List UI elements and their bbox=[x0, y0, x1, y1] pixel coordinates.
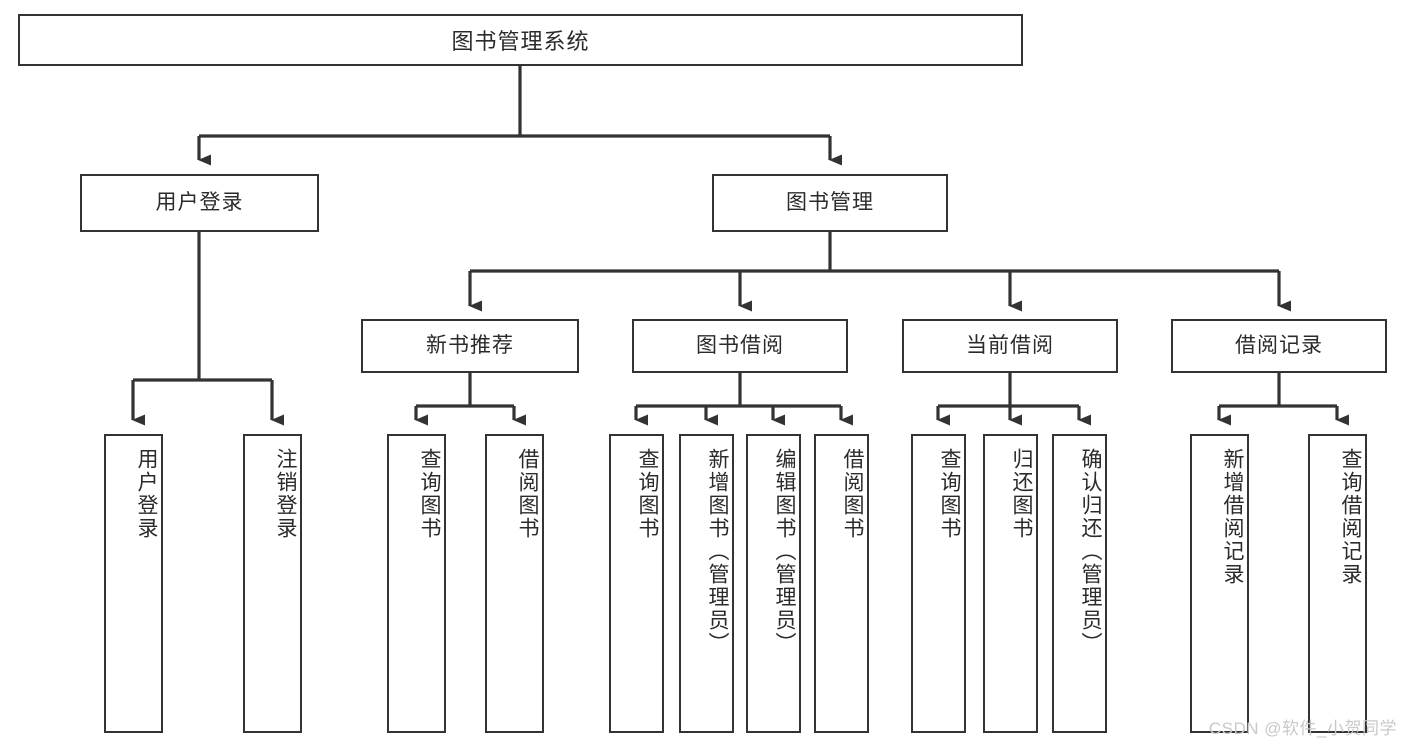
node-book-manage[interactable]: 图书管理 bbox=[712, 174, 948, 232]
node-root-label: 图书管理系统 bbox=[451, 29, 590, 54]
node-leaf-confirm-return-label: 确认归还（管理员） bbox=[1079, 448, 1102, 655]
node-leaf-borrow-book-1[interactable]: 借阅图书 bbox=[485, 434, 544, 733]
node-leaf-return-book-label: 归还图书 bbox=[1010, 448, 1033, 540]
node-leaf-query-book-1-label: 查询图书 bbox=[418, 448, 441, 540]
node-leaf-add-record-label: 新增借阅记录 bbox=[1221, 448, 1244, 586]
node-leaf-add-book[interactable]: 新增图书（管理员） bbox=[679, 434, 734, 733]
node-user-login-label: 用户登录 bbox=[155, 191, 244, 215]
node-leaf-query-book-3[interactable]: 查询图书 bbox=[911, 434, 966, 733]
node-leaf-borrow-book-2[interactable]: 借阅图书 bbox=[814, 434, 869, 733]
node-root[interactable]: 图书管理系统 bbox=[18, 14, 1023, 66]
node-leaf-return-book[interactable]: 归还图书 bbox=[983, 434, 1038, 733]
node-current-borrow[interactable]: 当前借阅 bbox=[902, 319, 1118, 373]
node-current-borrow-label: 当前借阅 bbox=[966, 334, 1054, 358]
node-borrow-record[interactable]: 借阅记录 bbox=[1171, 319, 1387, 373]
node-book-manage-label: 图书管理 bbox=[786, 191, 874, 215]
node-leaf-user-login-label: 用户登录 bbox=[135, 448, 158, 540]
node-leaf-query-record-label: 查询借阅记录 bbox=[1339, 448, 1362, 586]
node-leaf-add-book-label: 新增图书（管理员） bbox=[706, 448, 729, 655]
node-new-book-rec[interactable]: 新书推荐 bbox=[361, 319, 579, 373]
node-leaf-borrow-book-2-label: 借阅图书 bbox=[841, 448, 864, 540]
node-leaf-query-book-1[interactable]: 查询图书 bbox=[387, 434, 446, 733]
node-leaf-query-book-2[interactable]: 查询图书 bbox=[609, 434, 664, 733]
node-leaf-query-book-3-label: 查询图书 bbox=[938, 448, 961, 540]
node-leaf-logout[interactable]: 注销登录 bbox=[243, 434, 302, 733]
node-leaf-query-book-2-label: 查询图书 bbox=[636, 448, 659, 540]
node-leaf-query-record[interactable]: 查询借阅记录 bbox=[1308, 434, 1367, 733]
node-leaf-borrow-book-1-label: 借阅图书 bbox=[516, 448, 539, 540]
node-book-borrow[interactable]: 图书借阅 bbox=[632, 319, 848, 373]
node-leaf-edit-book[interactable]: 编辑图书（管理员） bbox=[746, 434, 801, 733]
node-leaf-user-login[interactable]: 用户登录 bbox=[104, 434, 163, 733]
node-book-borrow-label: 图书借阅 bbox=[696, 334, 784, 358]
node-leaf-confirm-return[interactable]: 确认归还（管理员） bbox=[1052, 434, 1107, 733]
node-leaf-add-record[interactable]: 新增借阅记录 bbox=[1190, 434, 1249, 733]
node-leaf-edit-book-label: 编辑图书（管理员） bbox=[773, 448, 796, 655]
node-leaf-logout-label: 注销登录 bbox=[274, 448, 297, 540]
node-borrow-record-label: 借阅记录 bbox=[1235, 334, 1323, 358]
node-new-book-rec-label: 新书推荐 bbox=[426, 334, 514, 358]
watermark: CSDN @软件_小贺同学 bbox=[1208, 719, 1397, 738]
node-user-login[interactable]: 用户登录 bbox=[80, 174, 319, 232]
